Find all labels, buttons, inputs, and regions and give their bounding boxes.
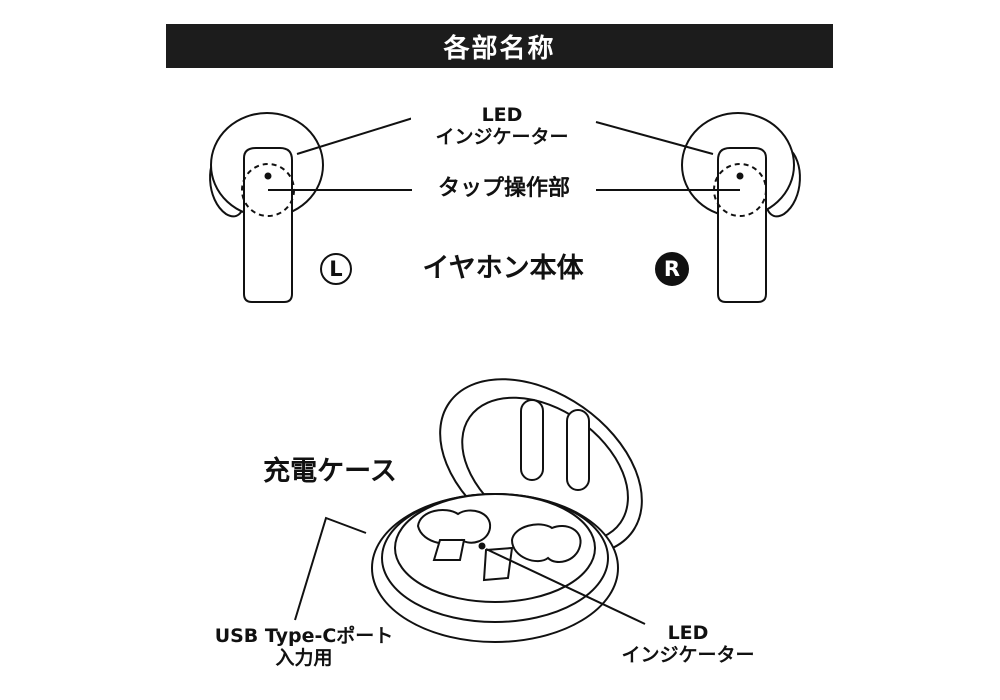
page-title: 各部名称 [443,33,556,64]
charging-case-label: 充電ケース [252,456,408,488]
earbuds-body-label: イヤホン本体 [400,253,606,285]
earbud-led-label: LED インジケーター [411,104,593,148]
section-title-bar: 各部名称 [166,24,833,68]
left-earbud [209,112,414,303]
usb-port-label: USB Type-Cポート 入力用 [214,625,394,669]
right-earbud [595,112,801,303]
right-badge-text: R [663,257,681,281]
charging-case [294,378,646,643]
left-badge-text: L [329,257,343,281]
tap-control-label: タップ操作部 [416,176,592,202]
case-led-label: LED インジケーター [621,622,755,666]
right-badge-circle [655,252,689,286]
left-badge-circle [320,253,352,285]
